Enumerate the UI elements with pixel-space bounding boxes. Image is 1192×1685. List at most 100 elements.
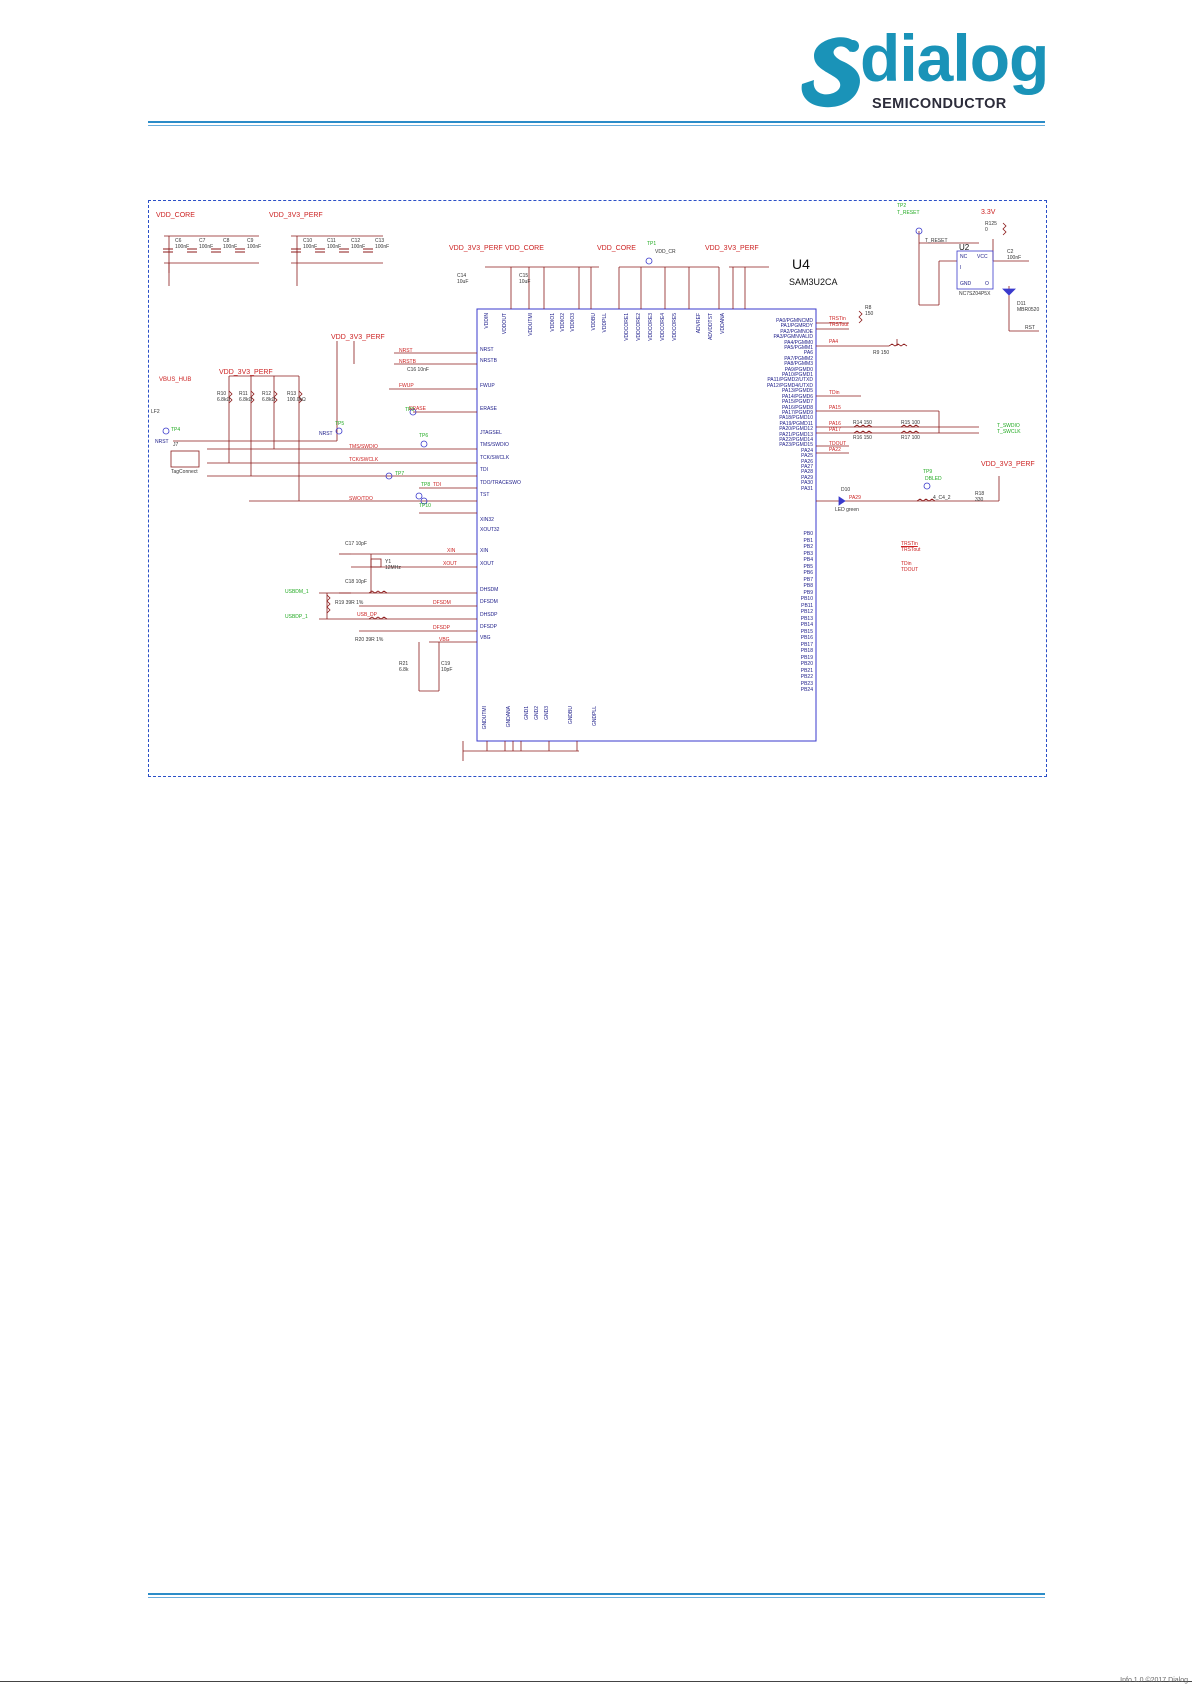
pin-vddio1: VDDIO1 [550,313,556,332]
net-swo-tdo: SWO/TDO [349,496,373,502]
pin-vddout: VDDOUT [502,313,508,335]
ferrite-lf2: LF2 [151,409,160,415]
cap-c7-ref: C7 [199,238,206,244]
pin-pa29: PA29 [801,474,813,481]
pin-dhsdm: DHSDM [480,587,499,593]
footer-text: Info 1.0 ©2017 Dialog [1120,1677,1188,1684]
led-d10-ref: D10 [841,487,851,493]
pin-pa15: PA15/PGMD7 [781,399,813,406]
pin-pb24: PB24 [800,687,813,693]
pin-jtagsel: JTAGSEL [480,430,502,436]
pin-pb9: PB9 [803,589,813,596]
net-trstout: TRSTout [829,322,849,328]
cap-c15-ref: C15 [519,273,529,279]
net-tdout-2: TDOUT [901,567,919,573]
res-r19-val: 39R 1% [345,600,364,606]
schematic-frame: VDD_CORE VDD_3V3_PERF VDD_3V3_PERF VDD_C… [148,200,1047,777]
res-r9-val: 150 [880,350,890,356]
logo-subtitle: SEMICONDUCTOR [872,96,1007,112]
pin-vddin: VDDIN [484,313,490,329]
pin-gndutmi: GNDUTMI [482,706,488,730]
res-r8-val: 150 [865,311,874,317]
cap-c9: C9 100nF [247,238,261,250]
dialog-s-mark-icon [801,37,861,108]
res-r10-ref: R10 [217,391,227,397]
net-tms-swdio: TMS/SWDIO [349,444,378,450]
pin-pb2: PB2 [803,544,813,550]
net-vdd-3v3-perf-5: VDD_3V3_PERF [219,369,273,376]
pin-gndpll: GNDPLL [592,706,598,727]
pin-pb11: PB11 [801,602,813,609]
net-nrst: NRST [399,348,413,354]
pin-pa21: PA21/PGMD13 [779,431,813,438]
res-r13-ref: R13 [287,391,297,397]
res-r14-ref: R14 [853,420,863,426]
pin-pb10: PB10 [800,596,813,602]
cap-c15-val: 10uF [519,279,531,285]
pin-gnd1: GND1 [524,706,530,720]
res-r19-ref: R19 [335,600,345,606]
net-vdd-3v3-perf-top: VDD_3V3_PERF [269,212,323,219]
cap-c8-ref: C8 [223,238,230,244]
res-r11-ref: R11 [239,391,248,397]
pin-tdi: TDI [480,467,489,473]
res-r9: R9 150 [873,350,889,356]
net-vdd-3v3-perf-6: VDD_3V3_PERF [981,461,1035,468]
tp-6: TP6 [419,433,429,439]
tp-10: TP10 [419,503,431,509]
cap-c8-val: 100nF [223,244,238,250]
pin-pb7: PB7 [803,576,813,583]
pin-tms-swdio: TMS/SWDIO [480,442,509,448]
pin-xout32: XOUT32 [480,527,500,533]
cap-c16: C16 10nF [407,367,429,373]
tp-4: TP4 [171,427,181,433]
pin-pb5: PB5 [803,563,813,570]
res-r21-ref: R21 [399,661,409,667]
pin-tck-swclk: TCK/SWCLK [480,455,510,461]
cap-c18: C18 10pF [345,579,367,585]
pin-pa27: PA27 [801,463,813,470]
crystal-y1-val: 12MHz [385,565,401,571]
pin-pb4: PB4 [803,557,813,563]
pin-dfsdp: DFSDP [480,624,497,630]
pin-tst: TST [480,492,490,498]
cap-c7-val: 100nF [199,244,214,250]
pin-pa28: PA28 [801,469,813,476]
net-pa4: PA4 [829,339,839,345]
pin-pb19: PB19 [800,654,813,661]
u2-pin-i: I [960,265,962,271]
pin-pa9: PA9/PGMD0 [784,366,813,373]
net-tdin-2: TDin [901,561,912,567]
net-dbled: DBLED [925,476,942,482]
cap-c2-val: 100nF [1007,255,1022,261]
cap-c10-ref: C10 [303,238,313,244]
net-t-swclk: T_SWCLK [997,429,1021,435]
pin-pb17: PB17 [800,641,813,648]
net-t-reset: T_RESET [897,210,920,216]
res-r18-val: 330 [975,497,984,503]
net-vdd-core-left: VDD_CORE [156,212,195,219]
res-r125-val: 0 [985,227,988,233]
pin-nrstb: NRSTB [480,358,497,364]
res-r125-ref: R125 [985,221,997,227]
pin-gndana: GNDANA [506,706,512,728]
pin-pb21: PB21 [800,667,813,674]
cap-c13: C13 100nF [375,238,389,250]
cap-c13-ref: C13 [375,238,385,244]
cap-c18-val: 10pF [355,579,367,585]
cap-c6-val: 100nF [175,244,190,250]
net-pa15: PA15 [829,405,841,411]
cap-c7: C7 100nF [199,238,213,250]
tp-2: TP2 [897,203,907,209]
pin-pa17: PA17/PGMD9 [781,409,813,416]
dialog-logo: dialog SEMICONDUCTOR [798,21,1049,116]
pin-pa31: PA31 [801,485,813,492]
pin-xin: XIN [480,548,489,554]
pin-pa30: PA30 [801,480,813,487]
net-vdd-3v3-perf-4: VDD_3V3_PERF [331,334,385,341]
res-r14-val: 150 [863,420,872,426]
